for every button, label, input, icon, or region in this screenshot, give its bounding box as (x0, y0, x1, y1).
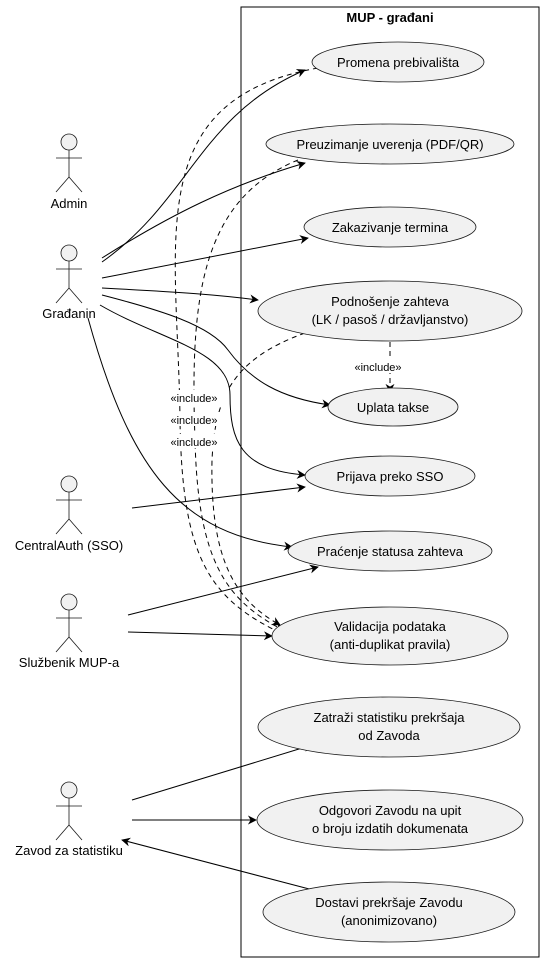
actor-sluzbenik-label: Službenik MUP-a (19, 655, 120, 670)
actor-centralauth-label: CentralAuth (SSO) (15, 538, 123, 553)
uc-validacija-label-2: (anti-duplikat pravila) (330, 637, 451, 652)
uc-dostavi-label-1: Dostavi prekršaje Zavodu (315, 895, 462, 910)
uc-validacija (271, 606, 509, 666)
uc-zatrazi-label-1: Zatraži statistiku prekršaja (314, 710, 466, 725)
include-label-1: «include» (170, 393, 217, 405)
uc-zatrazi-label-2: od Zavoda (358, 728, 420, 743)
assoc-sluzbenik-validacija (127, 631, 273, 641)
uc-pracenje-label: Praćenje statusa zahteva (317, 544, 464, 559)
system-boundary (240, 6, 540, 958)
actor-zavod-icon (55, 781, 83, 841)
assoc-sluzbenik-pracenje (127, 564, 319, 616)
assoc-centralauth-prijava (131, 483, 306, 509)
uc-odgovori (256, 789, 524, 851)
uc-validacija-label-1: Validacija podataka (334, 619, 447, 634)
assoc-gradjanin-pracenje (87, 317, 293, 551)
actor-zavod-label: Zavod za statistiku (15, 843, 123, 858)
actor-sluzbenik-icon (55, 593, 83, 653)
assoc-dostavi-zavod (121, 837, 314, 891)
actor-admin-icon (55, 133, 83, 193)
uc-zatrazi (257, 696, 521, 758)
uc-prijava-label: Prijava preko SSO (337, 469, 444, 484)
use-case-shapes (256, 41, 524, 943)
uc-podnosenje-label-2: (LK / pasoš / državljanstvo) (312, 312, 469, 327)
system-title: MUP - građani (346, 10, 433, 25)
include-preuzimanje-validacija (193, 159, 299, 631)
uc-zakazivanje (303, 206, 477, 248)
include-promena-validacija (174, 67, 319, 636)
uc-promena-label: Promena prebivališta (337, 55, 460, 70)
uc-preuzimanje (265, 123, 515, 165)
include-label-4: «include» (354, 362, 401, 374)
include-relations (174, 67, 395, 636)
uc-uplata (327, 387, 459, 427)
actor-centralauth-icon (55, 475, 83, 535)
uc-preuzimanje-label: Preuzimanje uverenja (PDF/QR) (296, 137, 483, 152)
uc-podnosenje-label-1: Podnošenje zahteva (331, 294, 450, 309)
uc-promena (311, 41, 485, 83)
assoc-gradjanin-podnosenje (101, 287, 259, 304)
include-label-2: «include» (170, 415, 217, 427)
uc-odgovori-label-1: Odgovori Zavodu na upit (319, 803, 462, 818)
actor-admin-label: Admin (51, 196, 88, 211)
uc-pracenje (287, 530, 493, 572)
assoc-zavod-zatrazi (131, 743, 313, 801)
include-podnosenje-validacija (211, 332, 306, 626)
assoc-gradjanin-zakazivanje (101, 235, 309, 279)
uc-odgovori-label-2: o broju izdatih dokumenata (312, 821, 469, 836)
uc-prijava (304, 455, 476, 497)
assoc-gradjanin-preuzimanje (101, 160, 306, 259)
uc-dostavi (262, 881, 516, 943)
uc-podnosenje (257, 280, 523, 342)
include-label-3: «include» (170, 437, 217, 449)
actor-gradjanin-label: Građanin (42, 306, 95, 321)
assoc-gradjanin-uplata (101, 294, 331, 409)
uc-uplata-label: Uplata takse (357, 400, 429, 415)
actor-gradjanin-icon (55, 244, 83, 304)
uc-dostavi-label-2: (anonimizovano) (341, 913, 437, 928)
assoc-gradjanin-prijava (99, 304, 306, 479)
assoc-gradjanin-promena (101, 69, 306, 263)
uc-zakazivanje-label: Zakazivanje termina (332, 220, 449, 235)
associations (87, 69, 331, 891)
